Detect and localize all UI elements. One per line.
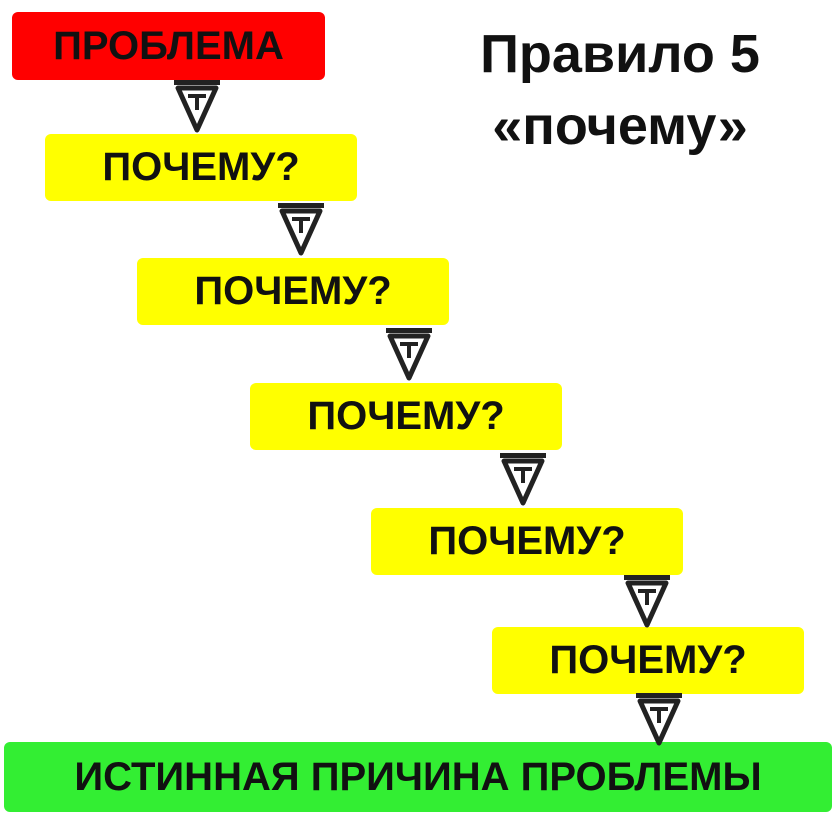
why-box-2: ПОЧЕМУ? <box>137 258 449 325</box>
root-cause-box: ИСТИННАЯ ПРИЧИНА ПРОБЛЕМЫ <box>4 742 832 812</box>
down-arrow-icon <box>636 693 682 746</box>
why-box-4: ПОЧЕМУ? <box>371 508 683 575</box>
down-arrow-icon <box>174 80 220 133</box>
title-line-2: «почему» <box>492 96 748 156</box>
down-arrow-icon <box>500 453 546 506</box>
down-arrow-icon <box>278 203 324 256</box>
problem-box: ПРОБЛЕМА <box>12 12 325 80</box>
why-box-3: ПОЧЕМУ? <box>250 383 562 450</box>
why-box-5: ПОЧЕМУ? <box>492 627 804 694</box>
why-box-1: ПОЧЕМУ? <box>45 134 357 201</box>
down-arrow-icon <box>386 328 432 381</box>
page-title: Правило 5 «почему» <box>430 18 810 162</box>
title-line-1: Правило 5 <box>480 24 760 84</box>
down-arrow-icon <box>624 575 670 628</box>
